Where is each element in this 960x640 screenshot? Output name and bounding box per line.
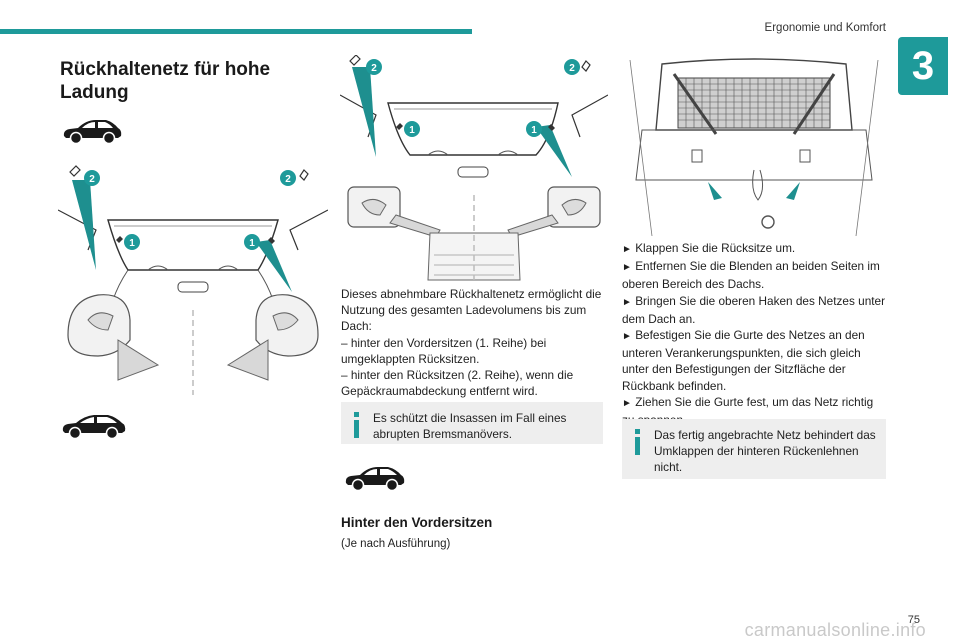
step-marker: ►: [622, 244, 632, 255]
callout-badge-1: 1: [531, 125, 537, 136]
rear-view-illustration-left: 2 2 1 1: [58, 165, 328, 395]
info-text: Das fertig angebrachte Netz behindert da…: [654, 428, 876, 475]
step-item: ► Befestigen Sie die Gurte des Netzes an…: [622, 328, 865, 393]
list-item: – hinter den Rücksitzen (2. Reihe), wenn…: [341, 368, 574, 399]
info-text: Es schützt die Insassen im Fall eines ab…: [373, 411, 567, 442]
info-icon: [354, 412, 359, 438]
car-suv-icon: [63, 120, 122, 145]
steps-list: ► Klappen Sie die Rücksitze um. ► Entfer…: [622, 240, 886, 428]
callout-badge-1: 1: [249, 238, 255, 249]
step-item: ► Klappen Sie die Rücksitze um.: [622, 241, 796, 255]
car-hatchback-icon: [345, 467, 405, 492]
list-item: – hinter den Vordersitzen (1. Reihe) bei…: [341, 335, 547, 366]
running-header: Ergonomie und Komfort: [764, 22, 886, 34]
rear-view-illustration-middle: 2 2 1 1: [340, 55, 608, 281]
callout-badge-1: 1: [129, 238, 135, 249]
intro-text: Dieses abnehmbare Rückhaltenetz ermöglic…: [341, 287, 602, 334]
intro-paragraph: Dieses abnehmbare Rückhaltenetz ermöglic…: [341, 286, 603, 399]
step-item: ► Entfernen Sie die Blenden an beiden Se…: [622, 259, 880, 292]
watermark: carmanualsonline.info: [744, 620, 926, 640]
callout-badge-2: 2: [371, 63, 377, 74]
section-subtitle: (Je nach Ausführung): [341, 538, 451, 550]
step-marker: ►: [622, 296, 632, 308]
callout-badge-2: 2: [569, 63, 575, 74]
step-marker: ►: [622, 262, 632, 274]
chapter-tab: 3: [898, 37, 948, 95]
callout-badge-2: 2: [89, 174, 95, 185]
top-accent-bar: [0, 29, 472, 34]
page-number: 75: [907, 614, 920, 626]
step-marker: ►: [622, 397, 632, 409]
info-icon: [635, 429, 640, 455]
step-marker: ►: [622, 331, 632, 343]
section-heading: Hinter den Vordersitzen: [341, 515, 493, 530]
callout-badge-2: 2: [285, 174, 291, 185]
step-item: ► Bringen Sie die oberen Haken des Netze…: [622, 293, 886, 326]
page-title: Rückhaltenetz für hohe Ladung: [60, 59, 271, 103]
cargo-net-illustration: [629, 58, 879, 236]
callout-badge-1: 1: [409, 125, 415, 136]
info-box: Es schützt die Insassen im Fall eines ab…: [341, 402, 603, 444]
car-crossover-icon: [62, 415, 126, 440]
info-box: Das fertig angebrachte Netz behindert da…: [622, 419, 886, 479]
